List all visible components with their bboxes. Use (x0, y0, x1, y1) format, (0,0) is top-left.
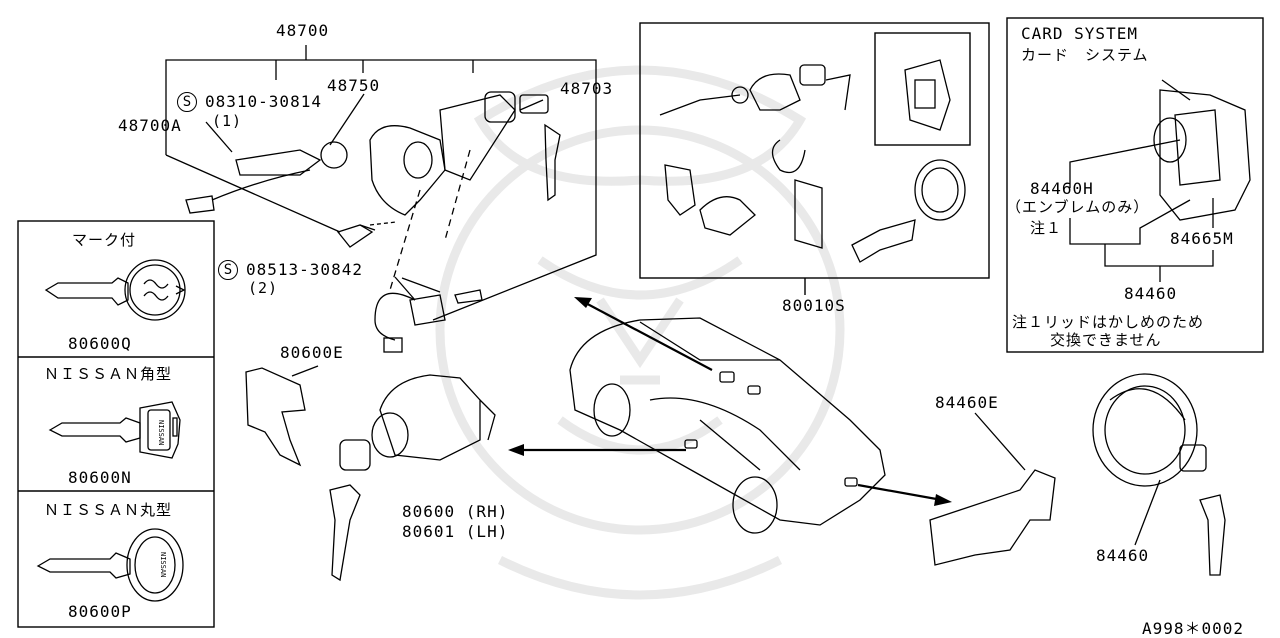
screw-08513-qty: (2) (248, 279, 279, 297)
kit-80010s-box (639, 22, 990, 295)
screw-08513-label: 08513-30842 (246, 260, 363, 279)
footer-code: A998＊0002 (1142, 619, 1245, 638)
ignition-bracket-lines (165, 45, 597, 321)
part-80600e-label: 80600E (280, 343, 344, 362)
part-84460h-note: （エンブレムのみ） (1006, 198, 1150, 216)
key-80600q-icon (44, 259, 186, 321)
retainer-clip-80600e-icon (245, 365, 319, 467)
part-84665m-label: 84665M (1170, 229, 1234, 248)
part-48700-label: 48700 (276, 21, 330, 40)
part-48750-label: 48750 (327, 76, 381, 95)
card-system-title: CARD SYSTEM (1021, 24, 1138, 43)
note-ref: 注１ (1030, 219, 1063, 237)
part-84460h-label: 84460H (1030, 179, 1094, 198)
part-48703-label: 48703 (560, 79, 614, 98)
part-80601lh-label: 80601 (LH) (402, 522, 509, 541)
key-variant-title-1: マーク付 (72, 231, 137, 249)
screw-08310-qty: (1) (212, 112, 243, 130)
key-head-text-square: NISSAN (157, 420, 165, 446)
key-variants-panel (17, 220, 215, 628)
key-80600n-icon (48, 401, 181, 459)
ignition-lock-assembly-icon (185, 91, 561, 353)
screw-08310-label: 08310-30814 (205, 92, 322, 111)
part-84460-label: 84460 (1096, 546, 1150, 565)
key-variant-title-2: ＮＩＳＳＡＮ角型 (44, 365, 173, 383)
card-system-parts-icon (1069, 79, 1251, 282)
kit-80010s-parts-icon (659, 59, 966, 263)
part-48700a-label: 48700A (118, 116, 182, 135)
trunk-lock-84460-icon (1092, 373, 1226, 576)
key-variant-part-2: 80600N (68, 468, 132, 487)
door-lock-cylinder-icon (329, 374, 496, 582)
card-footnote-line1: 注１リッドはかしめのため (1012, 313, 1205, 331)
s-symbol-badge: S (177, 92, 197, 112)
card-system-box (1006, 17, 1264, 353)
card-footnote-line2: 交換できません (1050, 331, 1162, 349)
card-part-84460-label: 84460 (1124, 284, 1178, 303)
lid-84460e-icon (929, 412, 1056, 566)
s-symbol-badge-2: S (218, 260, 238, 280)
pointer-arrows (516, 299, 943, 502)
card-system-title-jp: カード システム (1021, 46, 1149, 64)
part-80600rh-label: 80600 (RH) (402, 502, 509, 521)
key-variant-part-1: 80600Q (68, 334, 132, 353)
key-head-text-round: NISSAN (159, 552, 167, 578)
kit-80010s-label: 80010S (782, 296, 846, 315)
part-84460e-label: 84460E (935, 393, 999, 412)
car-body-icon (569, 317, 886, 534)
key-variant-title-3: ＮＩＳＳＡＮ丸型 (44, 501, 173, 519)
key-variant-part-3: 80600P (68, 602, 132, 621)
key-80600p-icon (36, 528, 184, 602)
